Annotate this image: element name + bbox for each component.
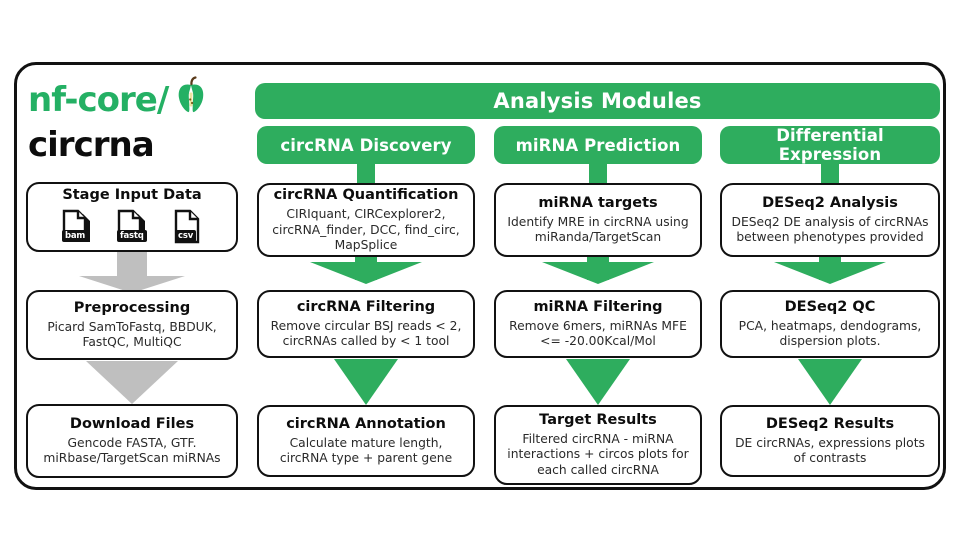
- card-desc: Remove 6mers, miRNAs MFE <= -20.00Kcal/M…: [509, 318, 687, 349]
- file-fastq-icon: fastq: [113, 209, 151, 247]
- card-deseq2-results[interactable]: DESeq2 Results DE circRNAs, expressions …: [720, 405, 940, 477]
- connector-bar-de-top: [821, 164, 839, 184]
- connector-bar-discovery-top: [357, 164, 375, 184]
- module-header-mirna-prediction[interactable]: miRNA Prediction: [494, 126, 702, 164]
- file-bam-label: bam: [62, 230, 89, 243]
- card-desc: Filtered circRNA - miRNA interactions + …: [507, 432, 689, 477]
- card-desc: CIRIquant, CIRCexplorer2, circRNA_finder…: [272, 207, 460, 252]
- card-download-files[interactable]: Download Files Gencode FASTA, GTF. miRba…: [26, 404, 238, 478]
- card-title: miRNA Filtering: [533, 298, 663, 315]
- card-circrna-quantification[interactable]: circRNA Quantification CIRIquant, CIRCex…: [257, 183, 475, 257]
- file-csv-icon: csv: [168, 209, 206, 247]
- card-desc: Gencode FASTA, GTF. miRbase/TargetScan m…: [43, 435, 221, 466]
- card-title: circRNA Quantification: [273, 187, 459, 204]
- card-title: DESeq2 QC: [784, 298, 876, 315]
- card-title: DESeq2 Results: [765, 415, 895, 432]
- card-desc: Picard SamToFastq, BBDUK, FastQC, MultiQ…: [47, 319, 217, 350]
- card-stage-input-data[interactable]: Stage Input Data bam fastq: [26, 182, 238, 252]
- connector-arrow-filtering-to-annotation: [334, 359, 398, 405]
- card-mirna-filtering[interactable]: miRNA Filtering Remove 6mers, miRNAs MFE…: [494, 290, 702, 358]
- module-header-differential-expression[interactable]: Differential Expression: [720, 126, 940, 164]
- card-desc: PCA, heatmaps, dendograms, dispersion pl…: [738, 318, 922, 349]
- card-desc: DESeq2 DE analysis of circRNAs between p…: [731, 214, 929, 245]
- connector-arrow-preprocessing-to-download: [86, 361, 178, 404]
- apple-core-icon: [176, 76, 206, 120]
- card-desc: Calculate mature length, circRNA type + …: [279, 435, 453, 466]
- card-title: Preprocessing: [73, 299, 191, 316]
- card-title: circRNA Filtering: [296, 298, 436, 315]
- file-bam-icon: bam: [58, 209, 96, 247]
- card-desc: Identify MRE in circRNA using miRanda/Ta…: [507, 214, 689, 245]
- connector-arrow-deseq2-qc-to-results: [798, 359, 862, 405]
- nf-core-logo: nf-core/ circrna: [28, 76, 243, 174]
- card-circrna-annotation[interactable]: circRNA Annotation Calculate mature leng…: [257, 405, 475, 477]
- logo-nf-core-text: nf-core/: [28, 80, 169, 120]
- file-csv-label: csv: [175, 230, 197, 243]
- card-mirna-targets[interactable]: miRNA targets Identify MRE in circRNA us…: [494, 183, 702, 257]
- card-title: Download Files: [69, 415, 195, 432]
- card-deseq2-analysis[interactable]: DESeq2 Analysis DESeq2 DE analysis of ci…: [720, 183, 940, 257]
- card-title: miRNA targets: [538, 194, 658, 211]
- file-fastq-label: fastq: [117, 230, 147, 243]
- card-title: Stage Input Data: [62, 186, 202, 203]
- connector-bar-mirna-top: [589, 164, 607, 184]
- module-header-circrna-discovery[interactable]: circRNA Discovery: [257, 126, 475, 164]
- card-title: circRNA Annotation: [286, 415, 446, 432]
- logo-pipeline-text: circrna: [28, 125, 155, 165]
- input-file-icons: bam fastq csv: [58, 209, 206, 247]
- card-target-results[interactable]: Target Results Filtered circRNA - miRNA …: [494, 405, 702, 485]
- card-preprocessing[interactable]: Preprocessing Picard SamToFastq, BBDUK, …: [26, 290, 238, 360]
- card-title: DESeq2 Analysis: [762, 194, 898, 211]
- card-desc: Remove circular BSJ reads < 2, circRNAs …: [270, 318, 462, 349]
- card-circrna-filtering[interactable]: circRNA Filtering Remove circular BSJ re…: [257, 290, 475, 358]
- card-deseq2-qc[interactable]: DESeq2 QC PCA, heatmaps, dendograms, dis…: [720, 290, 940, 358]
- connector-arrow-mirna-filtering-to-target-results: [566, 359, 630, 405]
- card-title: Target Results: [539, 412, 657, 429]
- card-desc: DE circRNAs, expressions plots of contra…: [735, 435, 925, 466]
- analysis-modules-banner: Analysis Modules: [255, 83, 940, 119]
